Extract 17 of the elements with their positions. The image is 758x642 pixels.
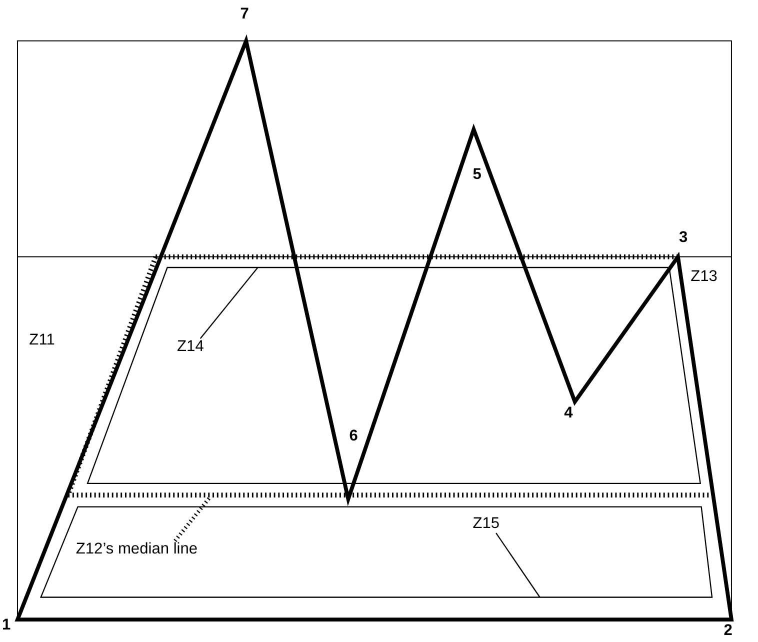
leader-line <box>174 496 212 542</box>
zone-label: Z11 <box>29 332 55 350</box>
part-label: Z14 <box>177 338 204 356</box>
leader-line <box>496 532 540 598</box>
trapezoid-region <box>40 506 713 598</box>
leader-line <box>200 267 258 339</box>
part-label: Z12’s median line <box>76 540 198 558</box>
vertex-number: 7 <box>240 6 249 24</box>
vertex-number: 2 <box>724 622 732 640</box>
vertex-number: 5 <box>472 166 482 184</box>
vertex-number: 4 <box>564 404 573 422</box>
zone-label: Z13 <box>690 268 718 286</box>
vertex-number: 1 <box>2 616 11 634</box>
vertex-number: 3 <box>678 230 688 248</box>
median-line <box>68 492 710 498</box>
vertex-number: 6 <box>349 428 358 446</box>
part-label: Z15 <box>472 516 500 534</box>
